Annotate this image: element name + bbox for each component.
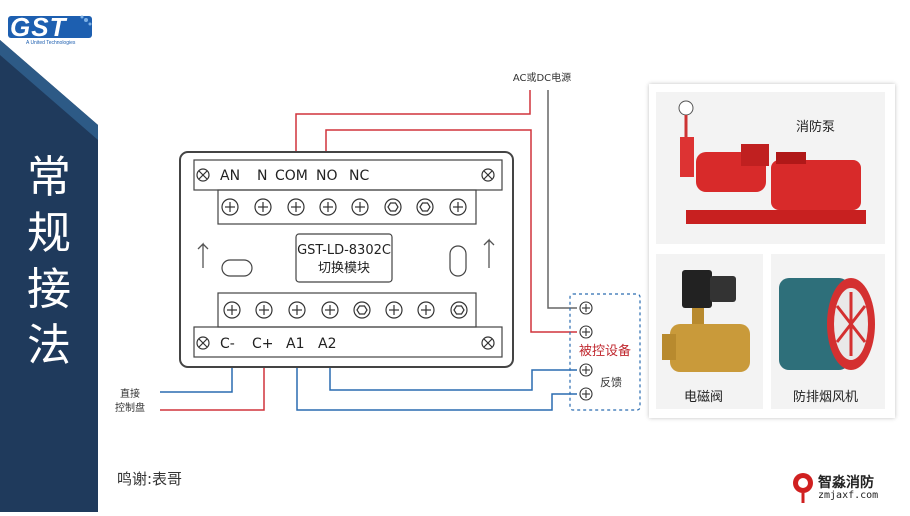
terminal-nut-icon (353, 301, 371, 319)
mounting-slot (449, 245, 467, 277)
terminal-label-a2: A2 (318, 336, 336, 352)
bottom-terminal-screws (223, 301, 468, 319)
feedback-label: 反馈 (600, 376, 622, 389)
device-terminal-icon (579, 301, 593, 315)
smoke-fan-label: 防排烟风机 (793, 390, 859, 405)
terminal-screw-icon (385, 301, 403, 319)
fire-pump-card: 消防泵 (656, 92, 885, 244)
mounting-slot (221, 259, 253, 277)
corner-screw-icon (196, 336, 210, 350)
terminal-label-c-plus: C+ (252, 336, 274, 352)
sidebar: GST A United Technologies 常规接法 (0, 0, 98, 512)
power-supply-label: AC或DC电源 (513, 71, 571, 84)
wiring-diagram: AN N COM NO NC GST-LD-8302C 切换模块 (115, 71, 641, 414)
terminal-screw-icon (417, 301, 435, 319)
terminal-screw-icon (449, 198, 467, 216)
blue-wire-a1-feedback (296, 362, 577, 411)
terminal-screw-icon (319, 198, 337, 216)
gst-logo: GST A United Technologies (6, 12, 96, 46)
signal-wires (160, 362, 577, 411)
watermark-logo-icon (793, 473, 813, 503)
logo-subtitle: A United Technologies (26, 40, 76, 46)
module-name: 切换模块 (318, 261, 370, 276)
corner-screw-icon (481, 168, 495, 182)
terminal-screw-icon (288, 301, 306, 319)
up-arrow-icon (483, 238, 495, 268)
fire-pump-icon (678, 100, 866, 224)
terminal-screw-icon (255, 301, 273, 319)
terminal-label-nc: NC (349, 168, 369, 184)
power-wires (295, 90, 577, 333)
controlled-device-label: 被控设备 (579, 343, 631, 359)
top-terminal-screws (221, 198, 467, 216)
smoke-fan-card: 防排烟风机 (771, 254, 885, 409)
terminal-label-an: AN (220, 168, 240, 184)
logo-swoosh-icon (8, 15, 92, 38)
solenoid-valve-card: 电磁阀 (656, 254, 763, 409)
red-power-wire-an (295, 90, 531, 152)
watermark-url: zmjaxf.com (818, 490, 879, 501)
gray-wire-power-to-device (547, 90, 577, 309)
module-model: GST-LD-8302C (297, 243, 391, 258)
terminal-screw-icon (221, 198, 239, 216)
corner-screw-icon (481, 336, 495, 350)
terminal-label-c-minus: C- (220, 336, 235, 352)
terminal-screw-icon (287, 198, 305, 216)
red-wire-com-to-device (325, 129, 577, 333)
terminal-screw-icon (223, 301, 241, 319)
terminal-screw-icon (321, 301, 339, 319)
fire-pump-label: 消防泵 (796, 120, 836, 135)
terminal-label-no: NO (316, 168, 338, 184)
page-title: 常规接法 (27, 152, 71, 371)
terminal-nut-icon (384, 198, 402, 216)
watermark-text: 智淼消防 (818, 475, 874, 491)
blue-wire-c-minus (160, 362, 233, 393)
up-arrow-icon (197, 242, 209, 268)
terminal-nut-icon (416, 198, 434, 216)
terminal-label-a1: A1 (286, 336, 304, 352)
terminal-nut-icon (450, 301, 468, 319)
red-wire-c-plus (160, 362, 265, 411)
blue-wire-a2-feedback (329, 362, 577, 391)
controlled-device-box (569, 293, 641, 411)
module-label-box (295, 233, 393, 283)
controller-label-line2: 控制盘 (115, 401, 145, 414)
controller-label-line1: 直接 (120, 387, 140, 400)
solenoid-valve-icon (662, 270, 750, 372)
terminal-screw-icon (254, 198, 272, 216)
device-terminal-icon (579, 325, 593, 339)
logo-text: GST (10, 12, 67, 42)
terminal-label-n: N (257, 168, 267, 184)
switch-module: AN N COM NO NC GST-LD-8302C 切换模块 (179, 151, 514, 368)
terminal-label-com: COM (275, 168, 308, 184)
solenoid-valve-label: 电磁阀 (684, 390, 724, 405)
terminal-screw-icon (351, 198, 369, 216)
device-terminal-icon (579, 363, 593, 377)
smoke-exhaust-fan-icon (779, 278, 875, 370)
sidebar-background (0, 0, 98, 512)
credit-text: 鸣谢:表哥 (117, 470, 183, 488)
corner-screw-icon (196, 168, 210, 182)
top-terminal-block (217, 189, 477, 225)
watermark: 智淼消防 zmjaxf.com (790, 468, 905, 508)
bottom-label-strip (193, 326, 503, 358)
device-terminal-icon (579, 387, 593, 401)
